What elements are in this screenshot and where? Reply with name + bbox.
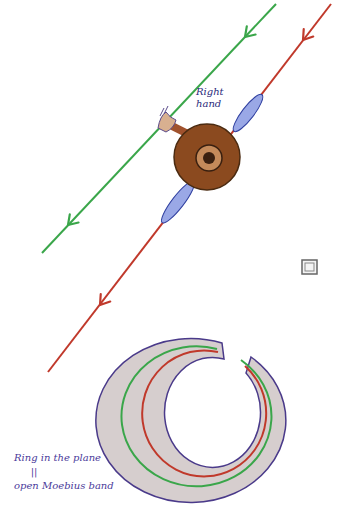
sound-ring [196,145,222,171]
hand-label: Right hand [196,86,236,109]
wing [229,91,267,135]
band-note: || [14,466,54,478]
instrument-body [174,124,240,190]
green-line [42,4,276,253]
red-line [48,4,331,372]
square-icon [305,263,314,271]
band-note: open Moebius band [14,480,114,492]
sound-hole [203,152,215,164]
red-curve [142,350,266,476]
green-curve [121,346,271,486]
square-icon [302,260,317,274]
arrowhead [241,26,256,41]
fingers [160,106,168,116]
band-note: Ring in the plane [14,452,114,464]
moebius-band [96,338,286,502]
arrowhead [64,214,79,229]
arrowhead [298,29,313,43]
arrowhead [95,294,110,308]
